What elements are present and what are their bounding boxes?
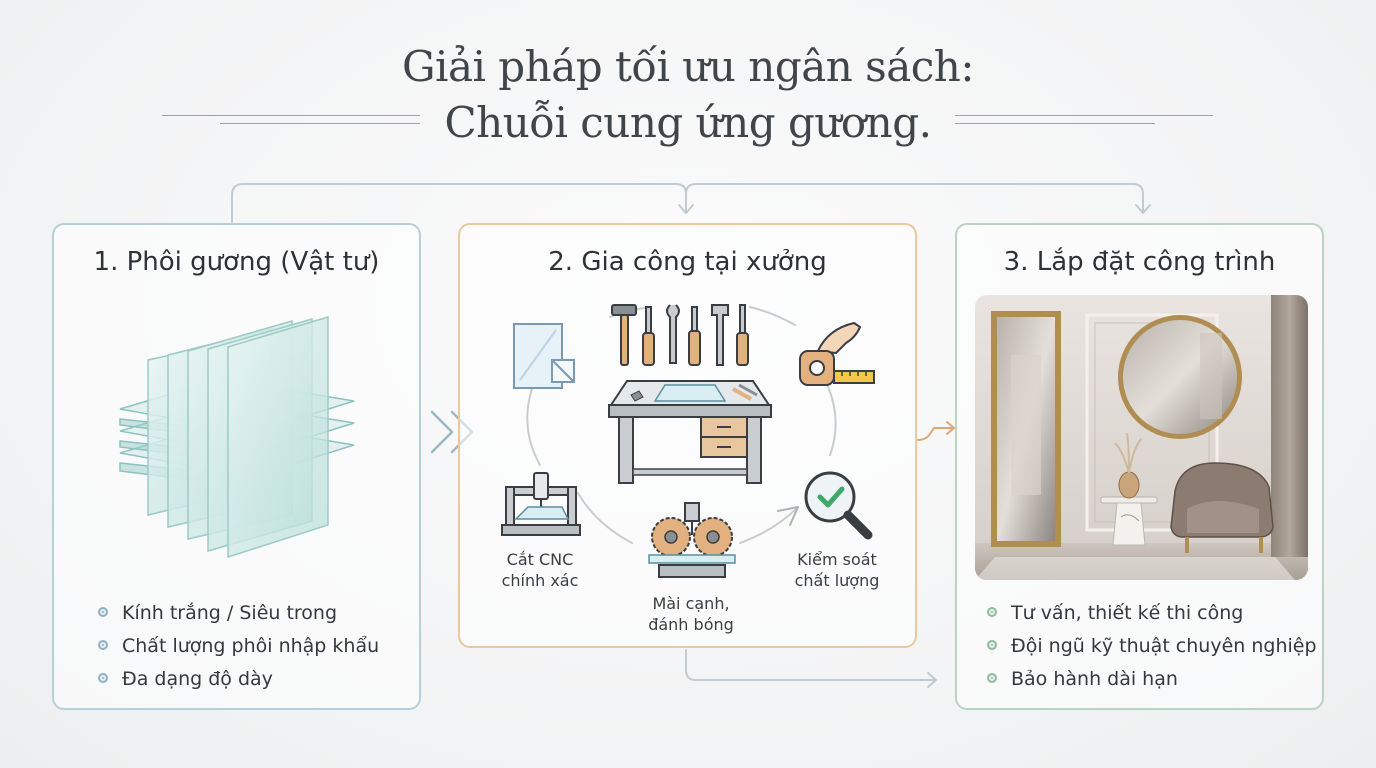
title-rule-right-2 bbox=[955, 123, 1155, 124]
cnc-machine-icon bbox=[501, 472, 581, 536]
interior-photo bbox=[975, 295, 1308, 580]
page-title-line-2: Chuỗi cung ứng gương. bbox=[444, 98, 932, 147]
bullet-dot-icon bbox=[987, 673, 997, 683]
stage-title: 2. Gia công tại xưởng bbox=[548, 247, 827, 277]
stage-bullets: Kính trắng / Siêu trong Chất lượng phôi … bbox=[98, 597, 379, 696]
list-item: Đa dạng độ dày bbox=[98, 663, 379, 696]
glass-pane-icon bbox=[513, 323, 575, 389]
title-rule-left-2 bbox=[220, 123, 420, 124]
stage-title: 3. Lắp đặt công trình bbox=[1003, 247, 1276, 277]
arrow-2-to-3 bbox=[917, 421, 955, 441]
glass-sheets-icon bbox=[119, 315, 355, 559]
list-item: Tư vấn, thiết kế thi công bbox=[987, 597, 1317, 630]
step-label-quality: Kiểm soát chất lượng bbox=[794, 550, 880, 590]
connector-top-2-to-3 bbox=[685, 183, 1144, 213]
magnifier-check-icon bbox=[804, 471, 873, 540]
list-item: Chất lượng phôi nhập khẩu bbox=[98, 630, 379, 663]
title-rule-left-1 bbox=[162, 115, 420, 116]
bullet-text: Đa dạng độ dày bbox=[122, 668, 273, 690]
bullet-text: Bảo hành dài hạn bbox=[1011, 668, 1178, 690]
tape-measure-icon bbox=[799, 321, 875, 386]
workbench-icon bbox=[608, 380, 772, 484]
bullet-text: Tư vấn, thiết kế thi công bbox=[1011, 602, 1244, 624]
arrowhead-down-card3 bbox=[1135, 204, 1151, 214]
stage-card-installation: 3. Lắp đặt công trình bbox=[955, 223, 1324, 710]
title-rule-right-1 bbox=[955, 115, 1213, 116]
stage-title: 1. Phôi gương (Vật tư) bbox=[93, 247, 380, 277]
bullet-dot-icon bbox=[98, 640, 108, 650]
tools-icon bbox=[611, 304, 749, 366]
stage-card-workshop: 2. Gia công tại xưởng bbox=[458, 223, 917, 648]
bullet-dot-icon bbox=[987, 607, 997, 617]
arrowhead-right-bottom bbox=[927, 672, 937, 688]
step-label-grinding: Mài cạnh, đánh bóng bbox=[648, 594, 734, 634]
bullet-dot-icon bbox=[987, 640, 997, 650]
bullet-text: Kính trắng / Siêu trong bbox=[122, 602, 338, 624]
connector-top-1-to-2 bbox=[231, 183, 687, 223]
arrowhead-down-card2 bbox=[678, 204, 694, 214]
bullet-text: Đội ngũ kỹ thuật chuyên nghiệp bbox=[1011, 635, 1317, 657]
step-label-cnc: Cắt CNC chính xác bbox=[501, 550, 579, 590]
list-item: Đội ngũ kỹ thuật chuyên nghiệp bbox=[987, 630, 1317, 663]
list-item: Bảo hành dài hạn bbox=[987, 663, 1317, 696]
stage-bullets: Tư vấn, thiết kế thi công Đội ngũ kỹ thu… bbox=[987, 597, 1317, 696]
grinding-wheels-icon bbox=[648, 502, 736, 578]
connector-bottom-2-to-3 bbox=[685, 649, 936, 681]
page-title-line-1: Giải pháp tối ưu ngân sách: bbox=[401, 42, 975, 91]
bullet-dot-icon bbox=[98, 673, 108, 683]
stage-card-blanks: 1. Phôi gương (Vật tư) Kính trắng / Si bbox=[52, 223, 421, 710]
bullet-dot-icon bbox=[98, 607, 108, 617]
list-item: Kính trắng / Siêu trong bbox=[98, 597, 379, 630]
bullet-text: Chất lượng phôi nhập khẩu bbox=[122, 635, 380, 657]
